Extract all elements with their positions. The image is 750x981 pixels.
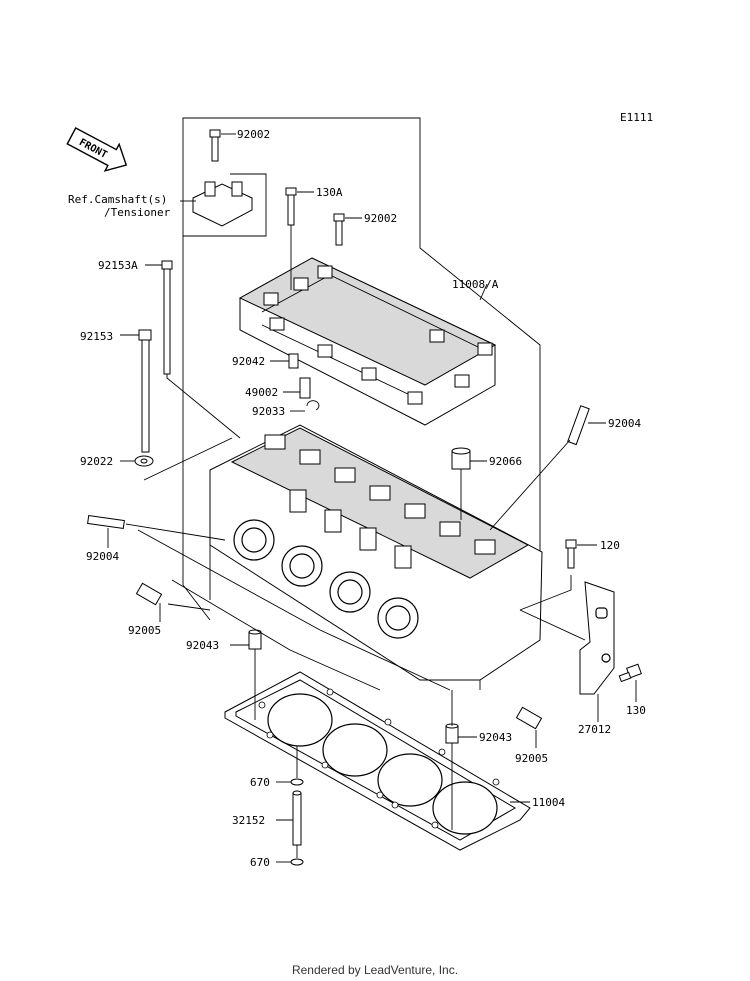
plug-92066 — [451, 447, 487, 520]
label-92043-left: 92043 — [186, 639, 219, 652]
label-11004: 11004 — [532, 796, 565, 809]
label-92005-left: 92005 — [128, 624, 161, 637]
washer-92022 — [120, 437, 233, 481]
label-92004-right: 92004 — [608, 417, 641, 430]
fitting-92005-left — [135, 582, 211, 622]
dowel-92042 — [270, 353, 299, 369]
head-gasket — [224, 671, 531, 851]
label-92005-right: 92005 — [515, 752, 548, 765]
bolt-130a — [285, 187, 314, 290]
label-92066: 92066 — [489, 455, 522, 468]
pipe-32152 — [276, 790, 302, 846]
bolt-92153a — [145, 260, 241, 439]
label-670-top: 670 — [250, 776, 270, 789]
label-130a: 130A — [316, 186, 343, 199]
label-92004-left: 92004 — [86, 550, 119, 563]
ref-tensioner-label: /Tensioner — [104, 206, 171, 219]
clip-92033 — [290, 400, 320, 412]
stud-92004-right — [489, 405, 606, 531]
diagram-code: E1111 — [620, 111, 653, 124]
label-92153a: 92153A — [98, 259, 138, 272]
front-arrow-icon: FRONT — [66, 127, 128, 172]
label-130: 130 — [626, 704, 646, 717]
label-92033: 92033 — [252, 405, 285, 418]
camshaft-holder — [238, 257, 497, 426]
o-ring-670-top — [276, 746, 304, 786]
tensioner-bracket — [180, 181, 253, 227]
label-92002-top: 92002 — [237, 128, 270, 141]
bracket-27012 — [519, 581, 615, 722]
label-92043-right: 92043 — [479, 731, 512, 744]
bolt-92002-mid — [333, 213, 362, 246]
label-92002-mid: 92002 — [364, 212, 397, 225]
fitting-92005-right — [515, 706, 543, 748]
label-120: 120 — [600, 539, 620, 552]
bolt-130 — [618, 663, 642, 702]
dowel-92043-left — [230, 629, 262, 720]
bolt-92002-top — [209, 129, 236, 162]
ref-camshaft-label: Ref.Camshaft(s) — [68, 193, 167, 206]
stud-92004-left — [87, 514, 226, 548]
leader-lines — [137, 283, 530, 803]
label-670-bottom: 670 — [250, 856, 270, 869]
dowel-92043-right — [445, 690, 477, 830]
label-32152: 32152 — [232, 814, 265, 827]
bolt-92153 — [120, 329, 152, 453]
label-92022: 92022 — [80, 455, 113, 468]
footer-credit: Rendered by LeadVenture, Inc. — [291, 963, 459, 977]
valve-49002 — [283, 377, 311, 399]
label-49002: 49002 — [245, 386, 278, 399]
label-92042: 92042 — [232, 355, 265, 368]
cylinder-head — [209, 424, 543, 690]
label-27012: 27012 — [578, 723, 611, 736]
label-11008a: 11008/A — [452, 278, 499, 291]
o-ring-670-bottom — [276, 845, 304, 866]
label-92153: 92153 — [80, 330, 113, 343]
reference-brackets — [182, 117, 541, 621]
bolt-120 — [519, 539, 597, 611]
